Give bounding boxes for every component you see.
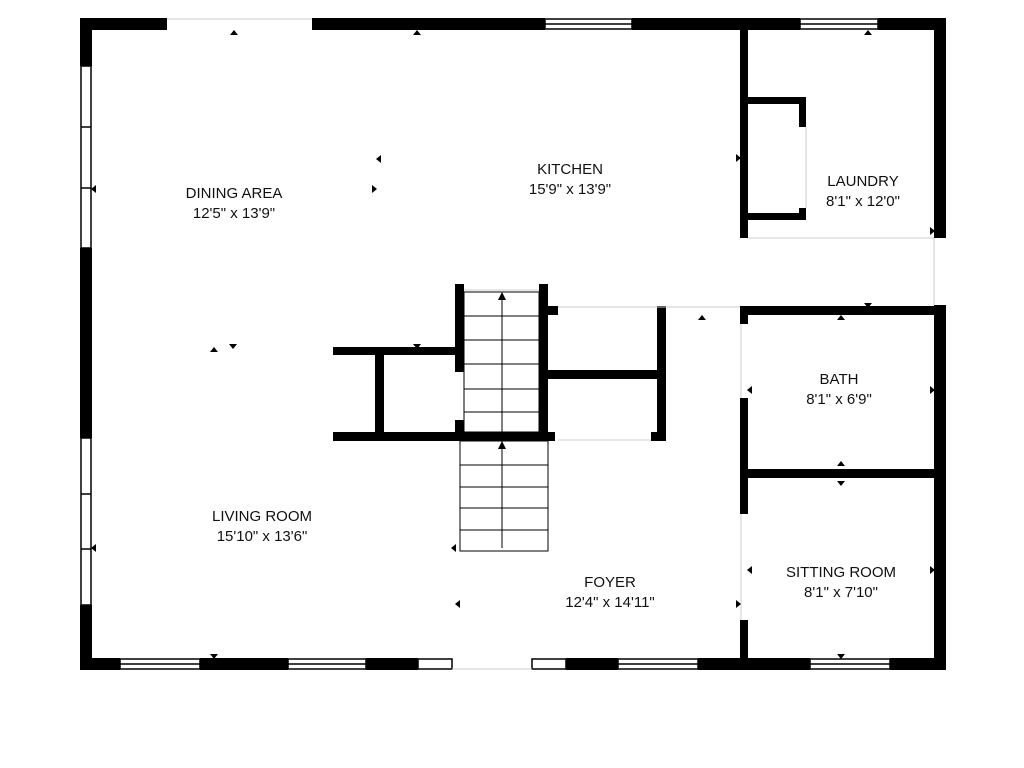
wall-right-bottom (934, 305, 946, 670)
wall-closet-a-top (333, 347, 463, 355)
wall-closet-bottom (748, 213, 806, 220)
wall-closet-right2 (799, 208, 806, 220)
room-foyer: FOYER 12'4" x 14'11" (520, 573, 700, 613)
marker (747, 386, 752, 394)
room-dimensions: 8'1" x 12'0" (826, 193, 900, 210)
wall-left-bottom (80, 605, 92, 670)
room-living-room: LIVING ROOM 15'10" x 13'6" (172, 507, 352, 547)
room-sitting-room: SITTING ROOM 8'1" x 7'10" (756, 563, 926, 603)
room-bath: BATH 8'1" x 6'9" (759, 370, 919, 410)
room-kitchen: KITCHEN 15'9" x 13'9" (480, 160, 660, 200)
wall-stair-right (539, 284, 548, 440)
marker (837, 461, 845, 466)
wall-closet-b-right (657, 306, 666, 440)
marker (837, 481, 845, 486)
wall-bottom-3 (366, 658, 418, 670)
marker (736, 600, 741, 608)
wall-sitting-left (740, 620, 748, 665)
wall-stair-stub (548, 306, 558, 315)
room-name: LIVING ROOM (211, 508, 312, 525)
room-dimensions: 15'9" x 13'9" (528, 181, 612, 198)
window-bottom-4 (531, 658, 567, 670)
room-dimensions: 8'1" x 6'9" (806, 391, 872, 408)
wall-top-mid2 (632, 18, 800, 30)
marker (930, 227, 935, 235)
wall-bath-sitting (740, 469, 946, 478)
stair-arrow-upper (498, 292, 506, 300)
marker (413, 344, 421, 349)
marker (91, 544, 96, 552)
marker (451, 544, 456, 552)
marker (455, 600, 460, 608)
room-dining-area: DINING AREA 12'5" x 13'9" (144, 184, 324, 224)
room-name: LAUNDRY (827, 173, 899, 190)
marker (736, 154, 741, 162)
windows (80, 18, 891, 670)
wall-bath-left (740, 306, 748, 324)
marker (698, 315, 706, 320)
room-name: KITCHEN (537, 161, 603, 178)
markers (91, 30, 935, 659)
wall-stair-left (455, 284, 464, 372)
wall-stair-left2 (455, 420, 464, 440)
wall-bottom-6 (890, 658, 946, 670)
marker (747, 566, 752, 574)
room-dimensions: 8'1" x 7'10" (804, 584, 878, 601)
wall-right-top (934, 18, 946, 238)
marker (837, 654, 845, 659)
marker (229, 344, 237, 349)
wall-closet-b-stub (651, 432, 666, 441)
marker (864, 30, 872, 35)
wall-left-mid (80, 248, 92, 438)
room-dimensions: 15'10" x 13'6" (216, 528, 308, 545)
stairs (459, 291, 549, 552)
wall-top-right (878, 18, 946, 30)
wall-bath-left2 (740, 398, 748, 514)
wall-closet-top (748, 97, 806, 104)
window-left-2 (80, 437, 92, 606)
room-dimensions: 12'4" x 14'11" (565, 594, 655, 611)
wall-top-mid (312, 18, 545, 30)
openings (167, 18, 935, 670)
stair-arrow-lower (498, 441, 506, 449)
wall-closet-right (799, 97, 806, 127)
room-dimensions: 12'5" x 13'9" (192, 205, 276, 222)
wall-laundry-bath (740, 306, 946, 315)
marker (864, 303, 872, 308)
marker (91, 185, 96, 193)
room-name: BATH (819, 371, 859, 388)
wall-bottom-4 (566, 658, 618, 670)
wall-bottom-5 (698, 658, 810, 670)
wall-top-left (80, 18, 167, 30)
marker (210, 347, 218, 352)
wall-left-top (80, 18, 92, 66)
marker (230, 30, 238, 35)
walls (80, 18, 946, 670)
room-name: SITTING ROOM (786, 564, 896, 581)
window-bottom-3 (417, 658, 453, 670)
marker (930, 566, 935, 574)
wall-bottom-2 (200, 658, 288, 670)
wall-bottom-1 (80, 658, 120, 670)
wall-laundry-left (740, 30, 748, 238)
marker (210, 654, 218, 659)
room-name: DINING AREA (185, 185, 283, 202)
room-name: FOYER (584, 574, 636, 591)
marker (930, 386, 935, 394)
stair-lower-outline (459, 440, 549, 552)
marker (372, 185, 377, 193)
wall-closet-a-post (375, 347, 384, 440)
wall-closet-b-mid (548, 370, 664, 379)
wall-closet-a-bottom (333, 432, 555, 441)
marker (376, 155, 381, 163)
window-left-1 (80, 65, 92, 249)
room-laundry: LAUNDRY 8'1" x 12'0" (783, 172, 943, 212)
marker (837, 315, 845, 320)
marker (413, 30, 421, 35)
